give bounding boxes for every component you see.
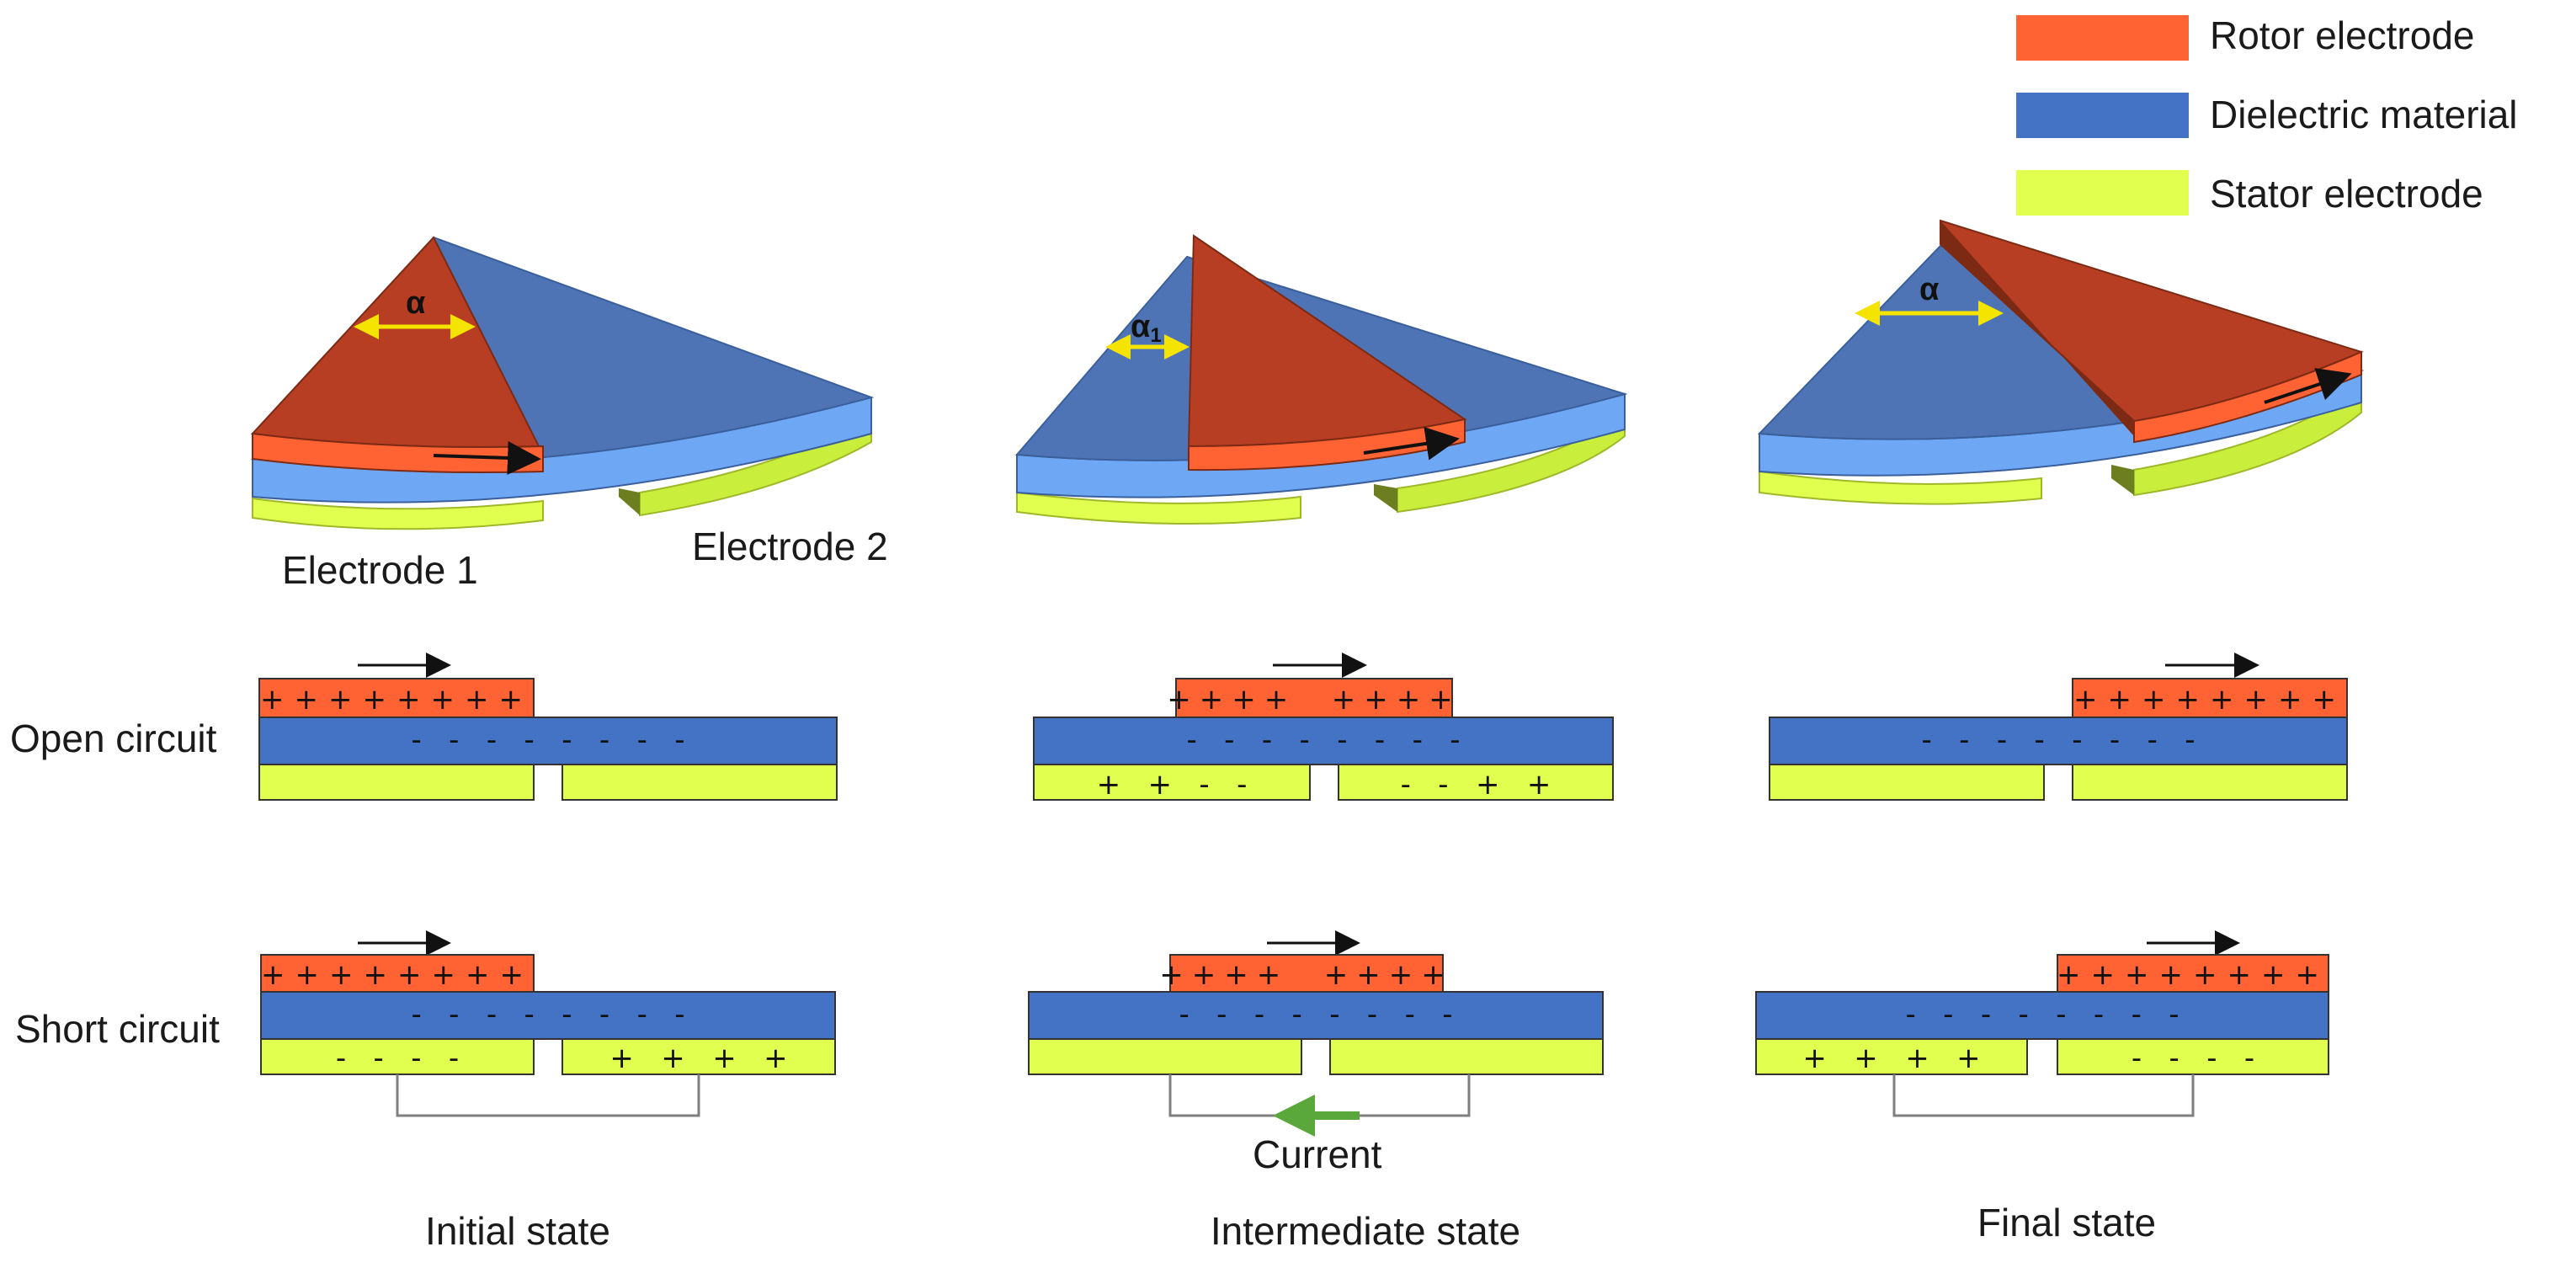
rotor-layer <box>2057 954 2329 993</box>
legend: Rotor electrode Dielectric material Stat… <box>2016 13 2518 216</box>
rotor-side-3d <box>2133 350 2362 444</box>
stator-electrode-2-3d <box>2133 383 2362 497</box>
dielectric-charges: - - - - - - - - <box>1905 998 2179 1031</box>
dielectric-charges: - - - - - - - - <box>1179 998 1452 1031</box>
stator-electrode-2 <box>562 1038 836 1075</box>
state-title-initial: Initial state <box>425 1209 610 1253</box>
legend-item-stator: Stator electrode <box>2016 170 2483 216</box>
state-title-intermediate: Intermediate state <box>1211 1209 1520 1253</box>
dielectric-layer <box>1028 991 1604 1040</box>
final-open-circuit-section: ++++++++ - - - - - - - - <box>1769 653 2348 801</box>
dielectric-layer <box>1755 991 2329 1040</box>
stator-electrode-1 <box>1769 764 2045 801</box>
stator-1-charges: + + - - <box>1097 768 1248 802</box>
intermediate-open-circuit-section: ++++ ++++ - - - - - - - - + + - - - - + … <box>1033 653 1614 802</box>
intermediate-state-3d-view: α1 <box>1014 234 1628 525</box>
final-short-circuit-section: ++++++++ - - - - - - - - + + + + - - - - <box>1755 930 2329 1117</box>
external-wire <box>1892 1074 2195 1117</box>
rotation-arrow <box>1363 427 1460 461</box>
stator-electrode-2-gap <box>2111 465 2134 495</box>
stator-2-charges: - - + + <box>1401 768 1551 802</box>
rotor-charges: ++++++++ <box>260 683 533 717</box>
stator-1-charges: + + + + <box>1802 1042 1980 1075</box>
external-wire <box>396 1074 700 1117</box>
angle-label-subscript: 1 <box>1150 324 1161 347</box>
stator-2-charges: - - - - <box>2132 1042 2254 1075</box>
legend-item-rotor: Rotor electrode <box>2016 13 2475 61</box>
dielectric-charges: - - - - - - - - <box>411 723 684 757</box>
stator-electrode-2-gap <box>619 488 640 515</box>
dielectric-charges: - - - - - - - - <box>411 998 684 1031</box>
dielectric-layer <box>258 717 838 765</box>
open-circuit-label: Open circuit <box>10 717 217 760</box>
rotor-charges: ++++ ++++ <box>1159 958 1454 992</box>
rotor-edge-3d <box>1940 221 2134 436</box>
stator-2-charges: + + + + <box>609 1042 787 1075</box>
angle-label: α1 <box>1131 309 1162 347</box>
angle-label: α <box>406 285 425 321</box>
current-label: Current <box>1253 1132 1382 1176</box>
stator-electrode-2 <box>2072 764 2348 801</box>
stator-electrode-2 <box>1329 1038 1604 1075</box>
legend-swatch-rotor <box>2016 15 2189 61</box>
dielectric-charges: - - - - - - - - <box>1921 723 2195 757</box>
state-title-final: Final state <box>1977 1201 2156 1244</box>
stator-electrode-2 <box>562 764 838 801</box>
stator-electrode-2 <box>1338 764 1614 801</box>
initial-state-3d-view: α Electrode 1 Electrode 2 <box>250 236 888 592</box>
dielectric-layer <box>260 991 836 1040</box>
rotor-charges: ++++++++ <box>2057 958 2329 992</box>
stator-1-charges: - - - - <box>336 1042 459 1075</box>
stator-electrode-1-3d <box>1016 491 1301 525</box>
legend-label-stator: Stator electrode <box>2210 172 2483 216</box>
short-circuit-label: Short circuit <box>15 1007 220 1051</box>
rotor-side-3d <box>252 432 544 473</box>
rotation-arrow <box>433 440 541 475</box>
electrode-2-label: Electrode 2 <box>692 525 888 568</box>
rotor-layer <box>2072 678 2348 718</box>
rotor-charges: ++++ ++++ <box>1167 683 1461 717</box>
rotor-layer <box>260 954 535 993</box>
intermediate-short-circuit-section: ++++ ++++ - - - - - - - - Current <box>1028 930 1604 1176</box>
dielectric-layer <box>1769 717 2348 765</box>
rotor-side-3d <box>1188 418 1466 472</box>
stator-electrode-2-gap <box>1374 484 1397 512</box>
stator-electrode-1-3d <box>252 497 544 530</box>
initial-open-circuit-section: ++++++++ - - - - - - - - <box>258 653 838 801</box>
stator-electrode-2-3d <box>1397 410 1626 514</box>
stator-electrode-1 <box>258 764 535 801</box>
final-state-3d-view: α <box>1757 219 2365 505</box>
legend-item-dielectric: Dielectric material <box>2016 93 2518 138</box>
angle-label: α <box>1919 272 1939 307</box>
dielectric-charges: - - - - - - - - <box>1186 723 1460 757</box>
legend-label-rotor: Rotor electrode <box>2210 13 2475 57</box>
legend-swatch-stator <box>2016 170 2189 216</box>
rotor-charges: ++++++++ <box>261 958 534 992</box>
angle-label-symbol: α <box>1131 309 1150 344</box>
rotor-layer <box>258 678 535 718</box>
stator-electrode-2-3d <box>639 415 872 517</box>
rotation-arrow <box>2264 368 2352 404</box>
rotor-charges: ++++++++ <box>2073 683 2346 717</box>
legend-label-dielectric: Dielectric material <box>2210 93 2518 136</box>
stator-electrode-1 <box>1033 764 1311 801</box>
initial-short-circuit-section: ++++++++ - - - - - - - - - - - - + + + + <box>260 930 836 1117</box>
stator-electrode-1-3d <box>1759 470 2042 505</box>
external-wire <box>1168 1074 1471 1117</box>
stator-electrode-1 <box>1755 1038 2028 1075</box>
dielectric-layer <box>1033 717 1614 765</box>
electrode-1-label: Electrode 1 <box>282 548 478 592</box>
stator-electrode-1 <box>1028 1038 1302 1075</box>
rotor-layer <box>1175 678 1453 718</box>
legend-swatch-dielectric <box>2016 93 2189 138</box>
